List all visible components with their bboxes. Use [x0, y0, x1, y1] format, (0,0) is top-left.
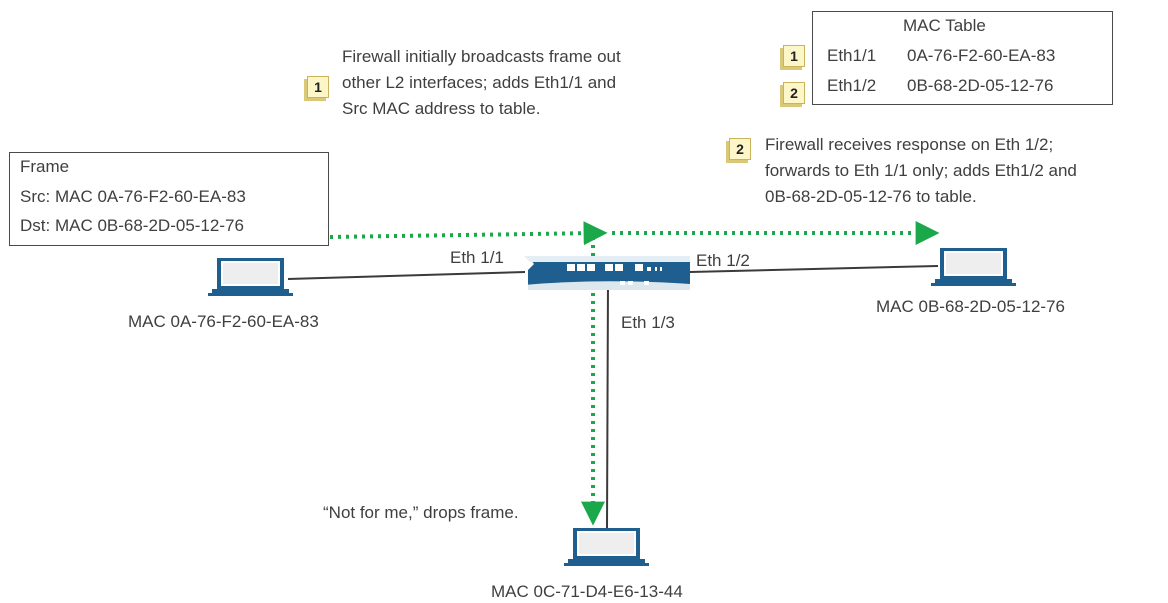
- note1-line: Firewall initially broadcasts frame out: [342, 47, 621, 66]
- host-label-right: MAC 0B-68-2D-05-12-76: [876, 297, 1065, 316]
- frame-box: Frame Src: MAC 0A-76-F2-60-EA-83 Dst: MA…: [9, 152, 329, 246]
- host-label-bottom: MAC 0C-71-D4-E6-13-44: [491, 582, 683, 601]
- port-label-eth13: Eth 1/3: [621, 313, 675, 332]
- note2-line: 0B-68-2D-05-12-76 to table.: [765, 187, 977, 206]
- link-eth11: [287, 271, 526, 280]
- port-label-eth12: Eth 1/2: [696, 251, 750, 270]
- mac-table-row-interface: Eth1/2: [827, 76, 877, 95]
- laptop-icon: [931, 248, 1016, 286]
- host-label-left: MAC 0A-76-F2-60-EA-83: [128, 312, 319, 331]
- step-badge-icon: 2: [729, 138, 751, 160]
- mac-table-title: MAC Table: [903, 16, 986, 35]
- note2-line: forwards to Eth 1/1 only; adds Eth1/2 an…: [765, 161, 1077, 180]
- mac-table-row-interface: Eth1/1: [827, 46, 877, 65]
- mac-table-row-mac: 0A-76-F2-60-EA-83: [907, 46, 1056, 65]
- mac-table-row-mac: 0B-68-2D-05-12-76: [907, 76, 1054, 95]
- drop-note: “Not for me,” drops frame.: [323, 503, 519, 522]
- laptop-icon: [564, 528, 649, 566]
- frame-title: Frame: [20, 157, 70, 176]
- link-eth12: [689, 265, 939, 273]
- step-badge-icon: 2: [783, 82, 805, 104]
- frame-src: Src: MAC 0A-76-F2-60-EA-83: [20, 187, 246, 206]
- frame-dst: Dst: MAC 0B-68-2D-05-12-76: [20, 216, 244, 235]
- step-badge-icon: 1: [307, 76, 329, 98]
- link-eth13: [606, 279, 609, 529]
- firewall-icon: [524, 256, 690, 290]
- note1-line: other L2 interfaces; adds Eth1/1 and: [342, 73, 617, 92]
- laptop-icon: [208, 258, 293, 296]
- flow-arrow-to-firewall: [329, 221, 608, 246]
- mac-table-box: MAC Table Eth1/1 0A-76-F2-60-EA-83 Eth1/…: [812, 11, 1113, 105]
- port-label-eth11: Eth 1/1: [450, 248, 504, 267]
- note2-line: Firewall receives response on Eth 1/2;: [765, 135, 1054, 154]
- step-badge-icon: 1: [783, 45, 805, 67]
- note1-line: Src MAC address to table.: [342, 99, 541, 118]
